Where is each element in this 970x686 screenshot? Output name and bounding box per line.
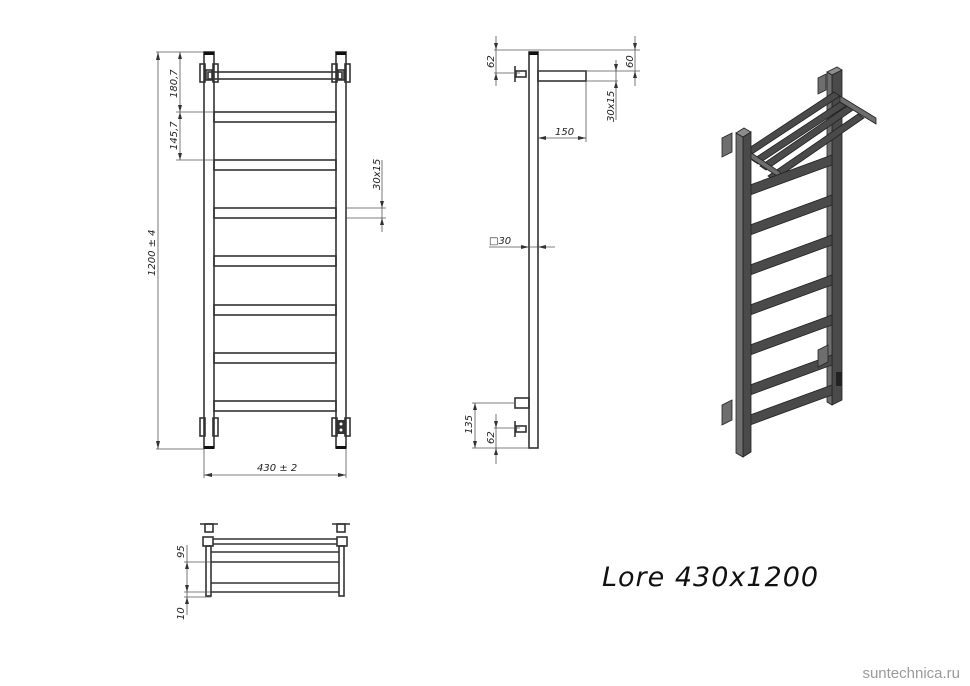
side-view: 62 60 30x15 150 □30 135 [464, 36, 640, 464]
shelf-arm [537, 70, 587, 82]
dim-top-offset: 180,7 [169, 69, 180, 98]
side-stile [528, 51, 539, 449]
rungs [213, 111, 337, 412]
top-view: 95 10 [176, 523, 350, 620]
dim-bottom-mount-offset: 62 [486, 431, 497, 444]
dim-overall-width: 430 ± 2 [257, 463, 297, 474]
dim-rung-pitch: 145,7 [169, 121, 180, 150]
top-shelf-bar [207, 71, 343, 80]
dim-bar-offset: 10 [176, 607, 187, 620]
dim-top-mount-offset: 62 [486, 55, 497, 68]
watermark: suntechnica.ru [862, 665, 960, 682]
dim-overall-height: 1200 ± 4 [147, 229, 158, 276]
product-title: Lore 430x1200 [602, 562, 819, 593]
front-view: 1200 ± 4 180,7 145,7 30x15 430 ± 2 [147, 51, 386, 478]
iso-rungs [749, 154, 833, 426]
dim-shelf-spacing: 95 [176, 545, 187, 558]
dim-shelf-profile: 30x15 [606, 91, 617, 122]
dim-shelf-depth: 150 [555, 127, 574, 138]
left-stile [203, 51, 215, 449]
right-stile [335, 51, 347, 449]
dim-rung-profile: 30x15 [372, 159, 383, 190]
dim-bottom-connection: 135 [464, 415, 475, 434]
isometric-view [721, 66, 877, 458]
dim-stile-profile: □30 [489, 236, 511, 247]
dim-top-shelf-offset: 60 [625, 55, 636, 68]
